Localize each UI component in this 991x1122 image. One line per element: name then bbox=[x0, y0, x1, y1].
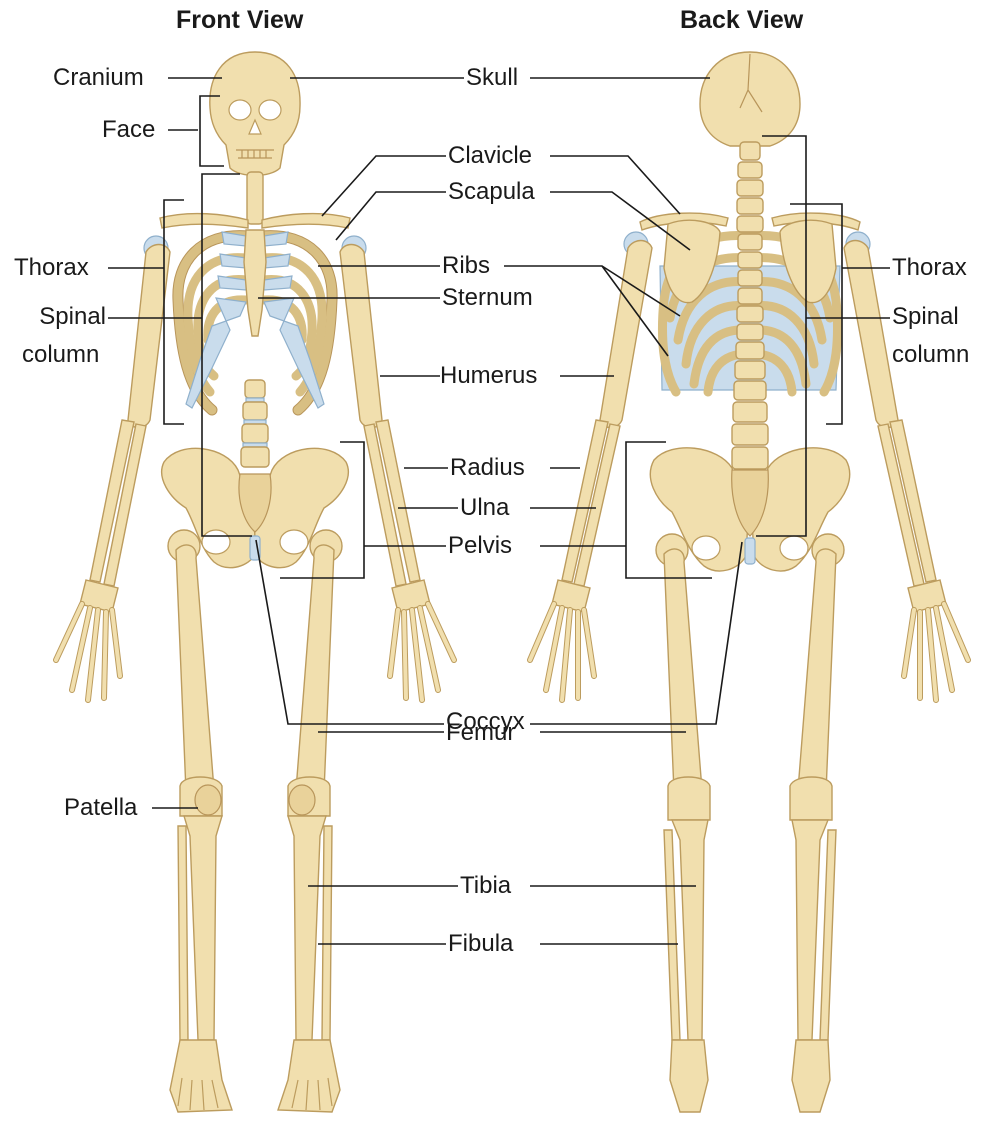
label-thorax-back: Thorax bbox=[892, 254, 967, 282]
label-thorax-front: Thorax bbox=[14, 254, 89, 282]
label-spinal-back: Spinal bbox=[892, 303, 959, 331]
label-pelvis: Pelvis bbox=[448, 532, 512, 560]
front-legs bbox=[168, 530, 342, 1112]
label-spinal-front: Spinal bbox=[22, 303, 106, 331]
label-humerus: Humerus bbox=[440, 362, 537, 390]
label-column-back: column bbox=[892, 341, 969, 369]
label-radius: Radius bbox=[450, 454, 525, 482]
label-face: Face bbox=[102, 116, 155, 144]
label-scapula: Scapula bbox=[448, 178, 535, 206]
back-view-title: Back View bbox=[680, 6, 803, 35]
label-ribs: Ribs bbox=[442, 252, 490, 280]
label-column-front: column bbox=[22, 341, 99, 369]
label-ulna: Ulna bbox=[460, 494, 509, 522]
front-skeleton bbox=[56, 52, 454, 1112]
front-view-title: Front View bbox=[176, 6, 303, 35]
label-fibula: Fibula bbox=[448, 930, 513, 958]
label-skull: Skull bbox=[466, 64, 518, 92]
label-sternum: Sternum bbox=[442, 284, 533, 312]
label-femur: Femur bbox=[446, 719, 515, 747]
label-clavicle: Clavicle bbox=[448, 142, 532, 170]
back-skull bbox=[700, 52, 800, 146]
back-skeleton bbox=[530, 52, 968, 1112]
label-cranium: Cranium bbox=[53, 64, 144, 92]
back-legs bbox=[656, 534, 844, 1112]
label-tibia: Tibia bbox=[460, 872, 511, 900]
front-skull bbox=[210, 52, 300, 176]
label-patella: Patella bbox=[64, 794, 137, 822]
